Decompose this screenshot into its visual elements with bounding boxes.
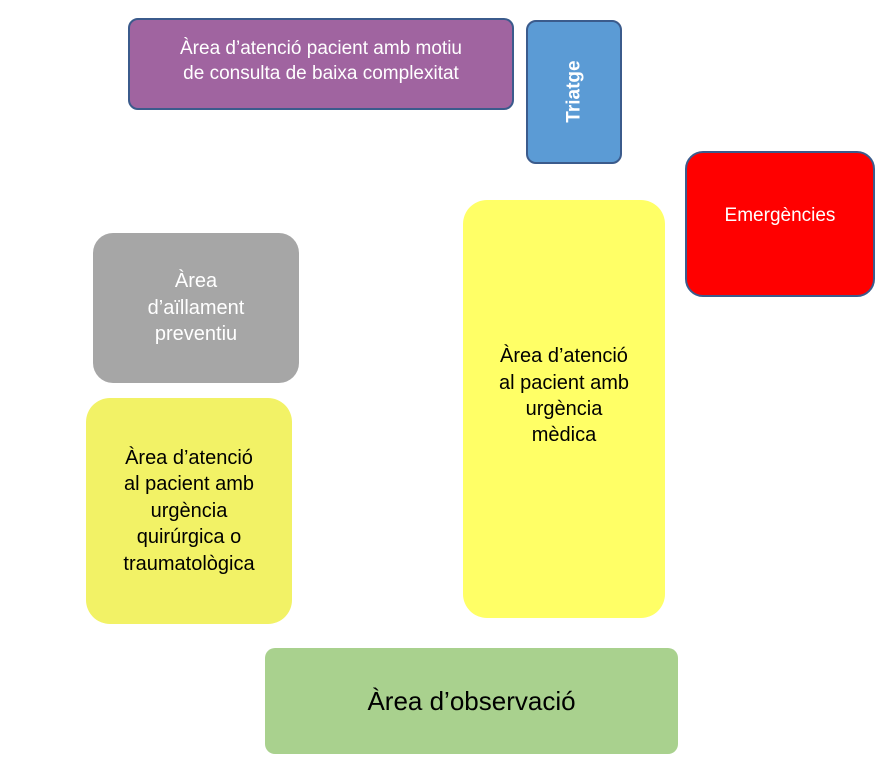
area-triage-label: Triatge: [563, 60, 585, 124]
area-surgical-trauma-emergency-label: Àrea d’atenció al pacient amb urgència q…: [123, 447, 255, 575]
area-triage: Triatge: [526, 20, 622, 164]
area-medical-emergency-label: Àrea d’atenció al pacient amb urgència m…: [498, 345, 630, 447]
area-low-complexity-label: Àrea d’atenció pacient amb motiu de cons…: [180, 37, 462, 84]
area-preventive-isolation-label: Àrea d’aïllament preventiu: [147, 270, 245, 346]
area-emergencies: Emergències: [685, 151, 875, 297]
area-observation: Àrea d’observació: [265, 648, 678, 754]
area-medical-emergency: Àrea d’atenció al pacient amb urgència m…: [463, 200, 665, 618]
area-preventive-isolation: Àrea d’aïllament preventiu: [93, 233, 299, 383]
area-low-complexity: Àrea d’atenció pacient amb motiu de cons…: [128, 18, 514, 110]
area-emergencies-label: Emergències: [724, 205, 836, 226]
area-observation-label: Àrea d’observació: [367, 685, 576, 716]
area-surgical-trauma-emergency: Àrea d’atenció al pacient amb urgència q…: [86, 398, 292, 624]
